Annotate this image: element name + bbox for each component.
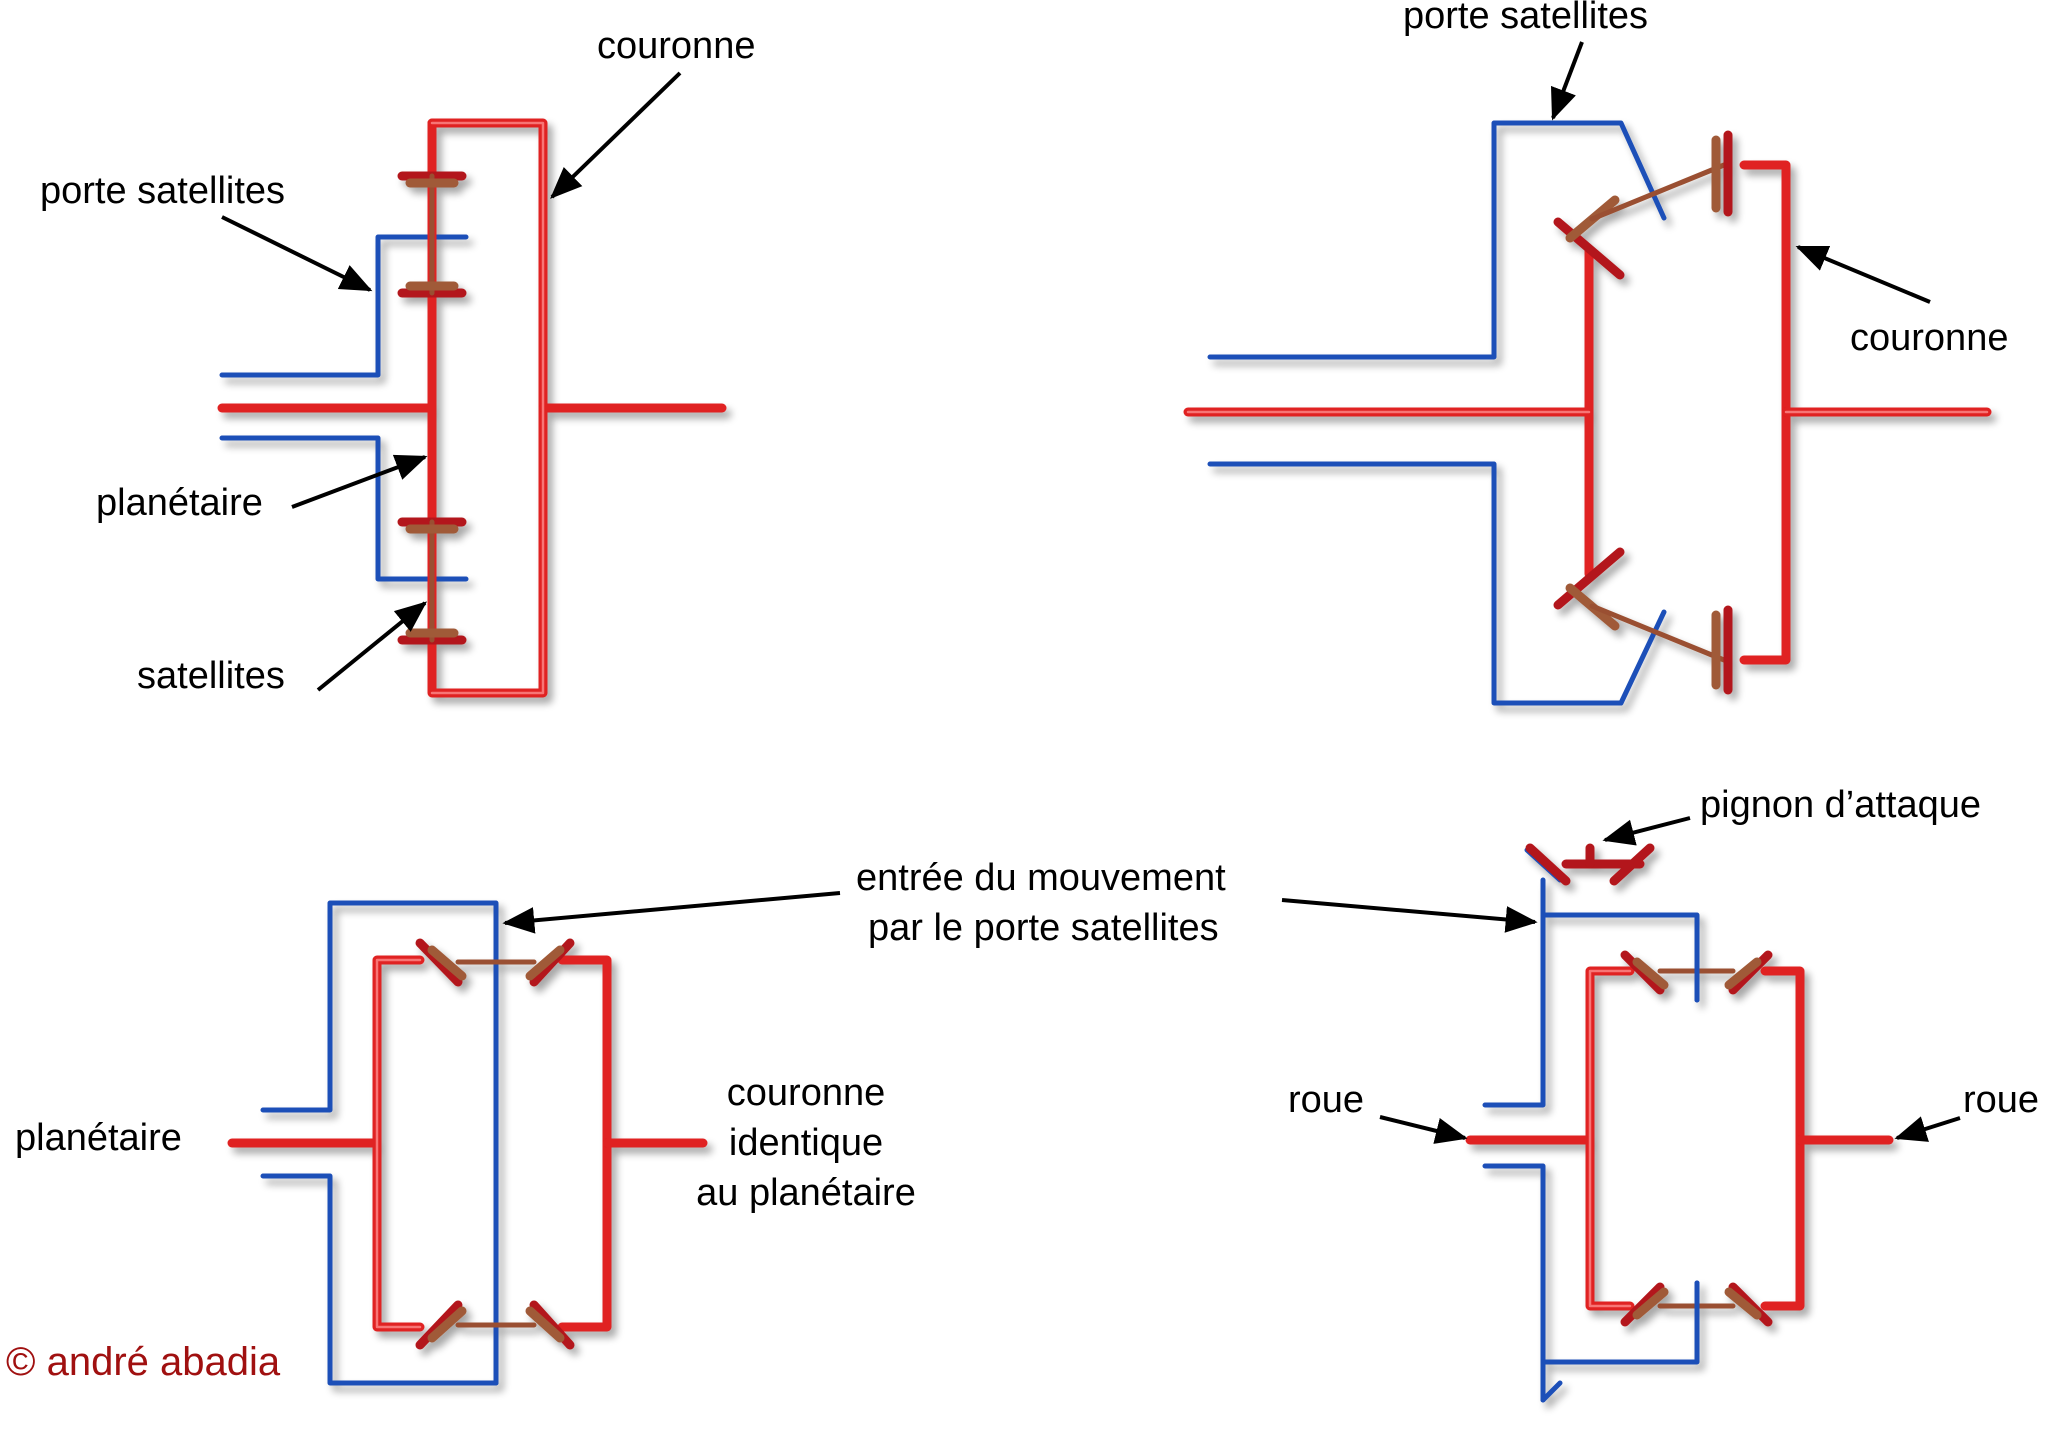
- d2-carrier-top: [1207, 120, 1667, 360]
- d1-arrow-couronne: [550, 71, 682, 199]
- d4-pinion-gear-left: [1525, 843, 1571, 886]
- d1-arrow-planetaire: [291, 454, 428, 509]
- d3-label-couronne-1: couronne: [727, 1072, 885, 1114]
- copyright: © andré abadia: [6, 1340, 281, 1384]
- d1-arrow-porte-satellites: [221, 215, 373, 292]
- d3-label-entree-1: entrée du mouvement: [856, 857, 1226, 899]
- d3-carrier: [260, 900, 499, 1386]
- d3-label-couronne-3: au planétaire: [696, 1172, 916, 1214]
- diagram-simple-planetary: [217, 118, 727, 698]
- d3-gear-tl: [415, 938, 463, 987]
- d2-label-porte-satellites: porte satellites: [1403, 0, 1648, 37]
- d2-label-couronne: couronne: [1850, 317, 2008, 359]
- d4-pinion-gear-right: [1609, 843, 1655, 886]
- d1-label-porte-satellites: porte satellites: [40, 170, 285, 212]
- diagram-bevel-planetary: [1183, 120, 1992, 706]
- d1-label-planetaire: planétaire: [96, 482, 263, 524]
- d3-ring-frame: [557, 955, 612, 1332]
- d3-label-entree-2: par le porte satellites: [868, 907, 1219, 949]
- d2-sat-axle-bottom: [1589, 603, 1727, 663]
- d4-left-frame: [1585, 966, 1635, 1311]
- d2-arrow-porte-satellites: [1551, 41, 1584, 121]
- d2-arrow-couronne: [1795, 245, 1931, 304]
- d3-label-couronne-2: identique: [729, 1122, 883, 1164]
- d3-sun-frame: [372, 955, 425, 1332]
- diagram-differential-with-pinion: [1465, 843, 1894, 1403]
- d4-right-frame: [1760, 966, 1805, 1311]
- d3-gear-bl: [415, 1300, 463, 1350]
- d1-ring: [427, 118, 548, 698]
- d1-label-satellites: satellites: [137, 655, 285, 697]
- d1-carrier-bottom: [219, 435, 469, 582]
- d1-label-couronne: couronne: [597, 25, 755, 67]
- d4-label-pignon: pignon d’attaque: [1700, 784, 1981, 826]
- d4-arrow-pignon: [1602, 816, 1691, 846]
- d4-label-roue-left: roue: [1288, 1079, 1364, 1121]
- d4-label-roue-right: roue: [1963, 1079, 2039, 1121]
- d1-carrier-top: [219, 234, 469, 378]
- d2-carrier-bottom: [1207, 461, 1667, 706]
- d2-sat-sun-gear-top: [1553, 217, 1625, 280]
- d2-sat-axle-top: [1589, 162, 1727, 222]
- d4-arrow-roue-left: [1379, 1115, 1468, 1144]
- d1-arrow-satellites: [316, 601, 428, 692]
- diagram-differential-equivalent: [227, 900, 708, 1386]
- d3-arrow-entree: [502, 891, 841, 934]
- d4-arrow-entree: [1281, 898, 1538, 933]
- d3-label-planetaire: planétaire: [15, 1117, 182, 1159]
- d2-ring: [1739, 160, 1791, 665]
- d4-bevel-ring-bottom: [1540, 1380, 1563, 1403]
- d4-arrow-roue-right: [1894, 1116, 1961, 1142]
- d2-sat-sun-gear-bottom: [1553, 547, 1625, 610]
